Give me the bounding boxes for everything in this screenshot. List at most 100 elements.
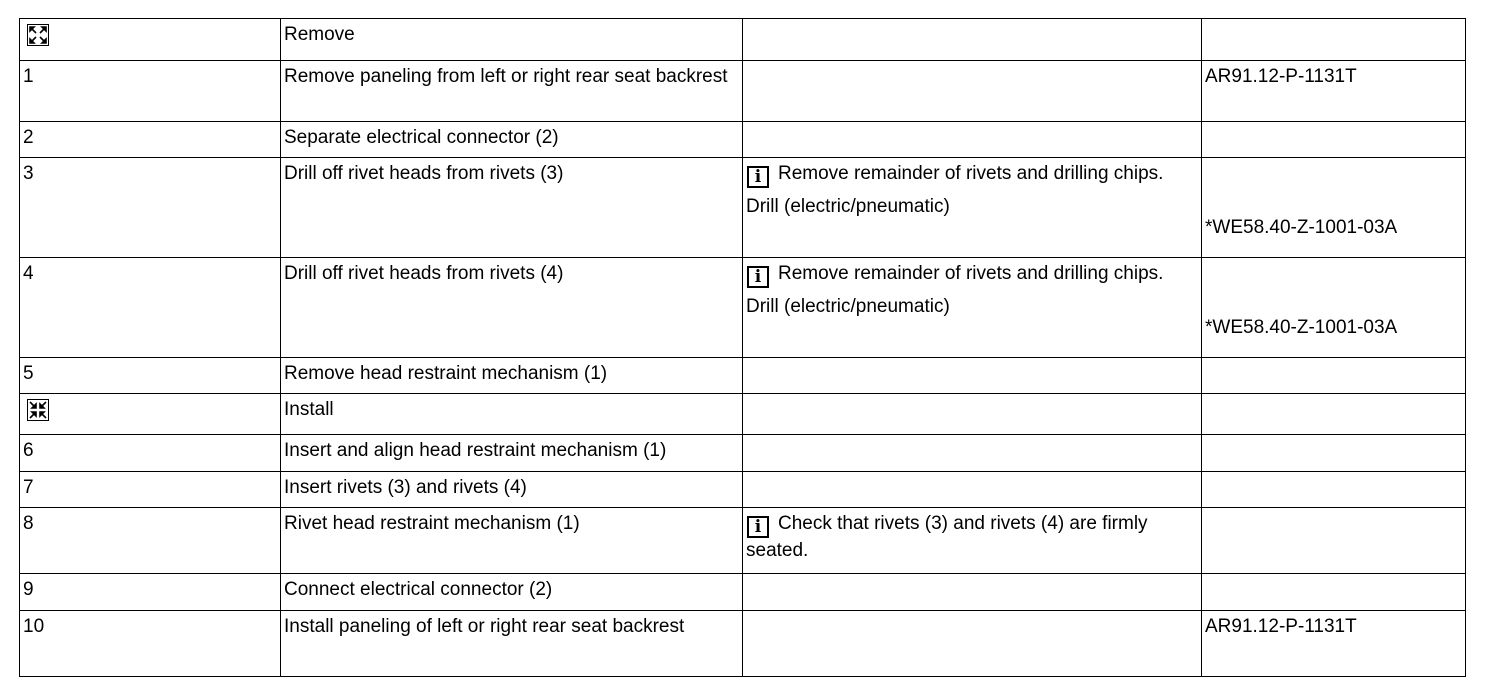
step-text: Connect electrical connector (2) bbox=[284, 579, 553, 600]
step-text-cell: Drill off rivet heads from rivets (4) bbox=[280, 257, 743, 358]
step-text: Remove paneling from left or right rear … bbox=[284, 66, 728, 87]
reference-cell: AR91.12-P-1131T bbox=[1201, 610, 1466, 677]
table-row: 3 Drill off rivet heads from rivets (3) … bbox=[19, 157, 1466, 258]
note-cell bbox=[742, 393, 1202, 435]
info-note: i Remove remainder of rivets and drilling… bbox=[746, 258, 1197, 288]
step-number: 6 bbox=[23, 440, 34, 461]
step-number: 2 bbox=[23, 127, 34, 148]
reference-cell bbox=[1201, 18, 1466, 61]
info-icon: i bbox=[747, 166, 769, 188]
step-number: 7 bbox=[23, 477, 34, 498]
tool-name: Drill (electric/pneumatic) bbox=[746, 296, 950, 317]
note-cell bbox=[742, 471, 1202, 508]
step-number: 3 bbox=[23, 163, 34, 184]
step-number: 10 bbox=[23, 616, 45, 637]
step-text-cell: Remove paneling from left or right rear … bbox=[280, 60, 743, 122]
reference-cell bbox=[1201, 471, 1466, 508]
step-number-cell: 2 bbox=[19, 121, 281, 158]
step-text-cell: Connect electrical connector (2) bbox=[280, 573, 743, 611]
table-row: Install bbox=[19, 393, 1466, 435]
step-text-cell: Separate electrical connector (2) bbox=[280, 121, 743, 158]
note-text: Remove remainder of rivets and drilling … bbox=[778, 263, 1164, 284]
step-number: 4 bbox=[23, 263, 34, 284]
remove-phase-icon bbox=[27, 24, 49, 46]
procedure-table: Remove 1 Remove paneling from left or ri… bbox=[19, 18, 1466, 677]
note-cell bbox=[742, 357, 1202, 394]
table-row: 4 Drill off rivet heads from rivets (4) … bbox=[19, 257, 1466, 358]
table-row: 1 Remove paneling from left or right rea… bbox=[19, 60, 1466, 122]
document-reference-link[interactable]: AR91.12-P-1131T bbox=[1205, 66, 1357, 87]
info-note: i Remove remainder of rivets and drilling… bbox=[746, 158, 1197, 188]
table-row: 2 Separate electrical connector (2) bbox=[19, 121, 1466, 158]
install-phase-icon bbox=[27, 399, 49, 421]
step-number-cell: 10 bbox=[19, 610, 281, 677]
reference-cell bbox=[1201, 573, 1466, 611]
note-cell bbox=[742, 60, 1202, 122]
table-row: 10 Install paneling of left or right rea… bbox=[19, 610, 1466, 677]
reference-cell: AR91.12-P-1131T bbox=[1201, 60, 1466, 122]
step-text-cell: Insert and align head restraint mechanis… bbox=[280, 434, 743, 472]
table-row: 9 Connect electrical connector (2) bbox=[19, 573, 1466, 611]
note-cell: i Remove remainder of rivets and drilling… bbox=[742, 257, 1202, 358]
note-text: Check that rivets (3) and rivets (4) are… bbox=[746, 513, 1148, 561]
note-cell: i Remove remainder of rivets and drilling… bbox=[742, 157, 1202, 258]
document-reference-link[interactable]: AR91.12-P-1131T bbox=[1205, 616, 1357, 637]
step-text-cell: Install paneling of left or right rear s… bbox=[280, 610, 743, 677]
step-number-cell: 6 bbox=[19, 434, 281, 472]
note-cell bbox=[742, 121, 1202, 158]
step-text-cell: Remove bbox=[280, 18, 743, 61]
step-text: Insert and align head restraint mechanis… bbox=[284, 440, 667, 461]
info-icon: i bbox=[747, 516, 769, 538]
step-text-cell: Rivet head restraint mechanism (1) bbox=[280, 507, 743, 574]
info-icon: i bbox=[747, 266, 769, 288]
phase-label: Remove bbox=[284, 24, 355, 45]
step-number: 9 bbox=[23, 579, 34, 600]
step-text: Separate electrical connector (2) bbox=[284, 127, 559, 148]
reference-cell: *WE58.40-Z-1001-03A bbox=[1201, 157, 1466, 258]
note-cell bbox=[742, 18, 1202, 61]
reference-cell bbox=[1201, 121, 1466, 158]
reference-cell: *WE58.40-Z-1001-03A bbox=[1201, 257, 1466, 358]
step-number-cell: 4 bbox=[19, 257, 281, 358]
note-text: Remove remainder of rivets and drilling … bbox=[778, 163, 1164, 184]
step-number: 1 bbox=[23, 66, 34, 87]
step-text: Install paneling of left or right rear s… bbox=[284, 616, 685, 637]
step-number-cell: 9 bbox=[19, 573, 281, 611]
note-cell bbox=[742, 610, 1202, 677]
table-row: 7 Insert rivets (3) and rivets (4) bbox=[19, 471, 1466, 508]
table-row: Remove bbox=[19, 18, 1466, 61]
step-number: 5 bbox=[23, 363, 34, 384]
step-text-cell: Remove head restraint mechanism (1) bbox=[280, 357, 743, 394]
phase-icon-cell bbox=[19, 393, 281, 435]
tool-reference-link[interactable]: *WE58.40-Z-1001-03A bbox=[1205, 217, 1398, 238]
step-number-cell: 1 bbox=[19, 60, 281, 122]
step-number-cell: 5 bbox=[19, 357, 281, 394]
reference-cell bbox=[1201, 507, 1466, 574]
phase-label: Install bbox=[284, 399, 334, 420]
step-text-cell: Drill off rivet heads from rivets (3) bbox=[280, 157, 743, 258]
step-text: Insert rivets (3) and rivets (4) bbox=[284, 477, 527, 498]
tool-name: Drill (electric/pneumatic) bbox=[746, 196, 950, 217]
phase-icon-cell bbox=[19, 18, 281, 61]
step-text: Rivet head restraint mechanism (1) bbox=[284, 513, 580, 534]
step-number-cell: 7 bbox=[19, 471, 281, 508]
step-text-cell: Install bbox=[280, 393, 743, 435]
note-cell bbox=[742, 573, 1202, 611]
step-text: Drill off rivet heads from rivets (3) bbox=[284, 163, 564, 184]
table-row: 6 Insert and align head restraint mechan… bbox=[19, 434, 1466, 472]
step-text: Drill off rivet heads from rivets (4) bbox=[284, 263, 564, 284]
tool-reference-link[interactable]: *WE58.40-Z-1001-03A bbox=[1205, 317, 1398, 338]
reference-cell bbox=[1201, 357, 1466, 394]
step-text-cell: Insert rivets (3) and rivets (4) bbox=[280, 471, 743, 508]
step-number-cell: 8 bbox=[19, 507, 281, 574]
step-number-cell: 3 bbox=[19, 157, 281, 258]
step-text: Remove head restraint mechanism (1) bbox=[284, 363, 608, 384]
step-number: 8 bbox=[23, 513, 34, 534]
reference-cell bbox=[1201, 434, 1466, 472]
note-cell bbox=[742, 434, 1202, 472]
reference-cell bbox=[1201, 393, 1466, 435]
table-row: 5 Remove head restraint mechanism (1) bbox=[19, 357, 1466, 394]
